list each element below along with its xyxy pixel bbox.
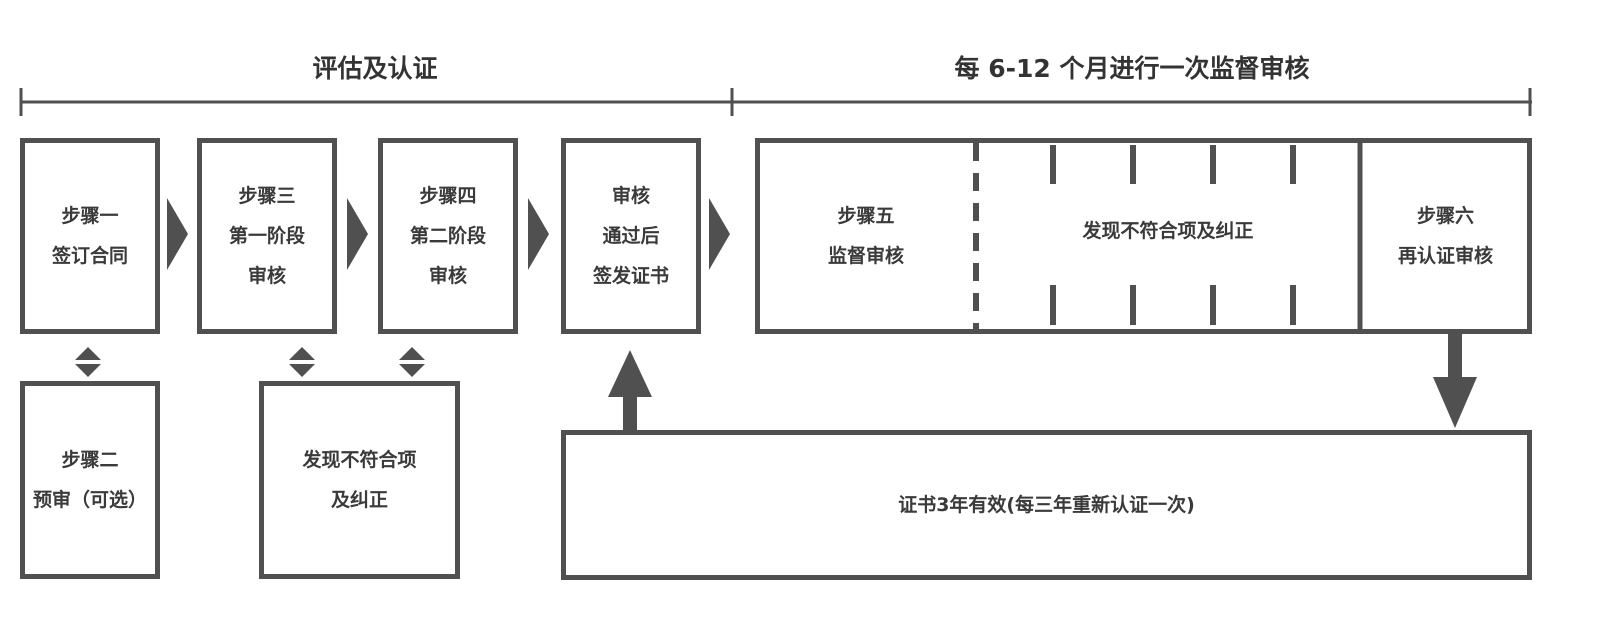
certificate-validity-box: 证书3年有效(每三年重新认证一次) — [561, 430, 1532, 580]
step1-sign-contract-box: 步骤一 签订合同 — [20, 138, 160, 334]
certificate-validity-text: 证书3年有效(每三年重新认证一次) — [898, 494, 1195, 516]
surveillance-cycle-box — [755, 138, 1532, 334]
step3-detail-2: 审核 — [247, 265, 286, 287]
step3-title: 步骤三 — [238, 185, 296, 207]
flow-arrow-icon — [528, 198, 549, 270]
nonconformity-left-box: 发现不符合项 及纠正 — [259, 381, 460, 579]
step2-preaudit-box: 步骤二 预审（可选） — [20, 381, 160, 579]
step2-title: 步骤二 — [61, 449, 119, 471]
step4-detail: 第二阶段 — [409, 225, 486, 247]
bidirectional-arrow-icon — [399, 347, 425, 377]
up-arrow-icon — [608, 350, 652, 435]
step5-surveillance-section: 步骤五 监督审核 — [760, 143, 972, 329]
step2-detail: 预审（可选） — [32, 489, 147, 511]
evaluation-certification-label: 评估及认证 — [312, 54, 438, 83]
step1-detail: 签订合同 — [51, 245, 128, 267]
flow-arrow-icon — [347, 198, 368, 270]
bidirectional-arrow-icon — [75, 347, 101, 377]
nonconformity-left-line-1: 发现不符合项 — [302, 449, 417, 471]
issue-line-3: 签发证书 — [592, 265, 669, 287]
step5-detail: 监督审核 — [827, 245, 904, 267]
step3-detail: 第一阶段 — [228, 225, 305, 247]
certificate-issue-box: 审核 通过后 签发证书 — [561, 138, 701, 334]
nonconformity-right-section: 发现不符合项及纠正 — [980, 143, 1356, 329]
step6-recertification-section: 步骤六 再认证审核 — [1364, 143, 1527, 329]
nonconformity-left-line-2: 及纠正 — [330, 489, 388, 511]
flow-arrow-icon — [167, 198, 188, 270]
step1-title: 步骤一 — [61, 205, 119, 227]
issue-line-2: 通过后 — [602, 225, 660, 247]
step4-stage2-audit-box: 步骤四 第二阶段 审核 — [378, 138, 518, 334]
surveillance-audit-label: 每 6-12 个月进行一次监督审核 — [954, 54, 1310, 83]
step5-title: 步骤五 — [837, 205, 895, 227]
step4-title: 步骤四 — [419, 185, 477, 207]
step6-title: 步骤六 — [1416, 205, 1474, 227]
nonconformity-right-text: 发现不符合项及纠正 — [1082, 220, 1254, 242]
down-arrow-icon — [1433, 333, 1477, 428]
issue-line-1: 审核 — [611, 185, 650, 207]
step6-detail: 再认证审核 — [1397, 245, 1493, 267]
step3-stage1-audit-box: 步骤三 第一阶段 审核 — [197, 138, 337, 334]
bidirectional-arrow-icon — [289, 347, 315, 377]
flow-arrow-icon — [709, 198, 730, 270]
step4-detail-2: 审核 — [428, 265, 467, 287]
